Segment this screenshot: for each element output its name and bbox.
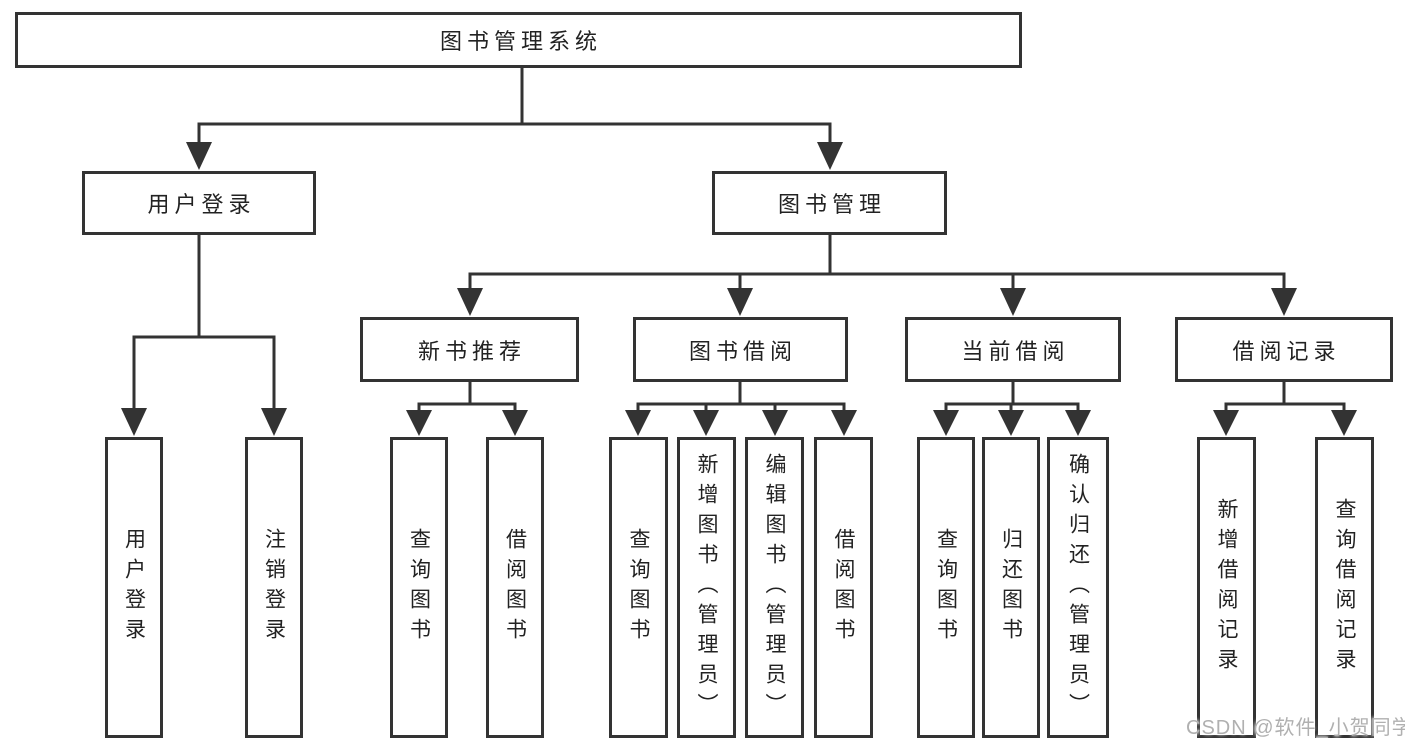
- leaf-edit-books-admin: 编辑图书（管理员）: [745, 437, 804, 738]
- node-label: 借阅记录: [1232, 338, 1341, 364]
- leaf-user-login: 用户登录: [105, 437, 163, 738]
- node-label: 查询图书: [627, 527, 650, 648]
- node-label: 查询图书: [407, 527, 431, 648]
- node-label: 新增图书（管理员）: [695, 452, 718, 723]
- node-label: 图书管理系统: [439, 29, 602, 54]
- leaf-add-borrow-record: 新增借阅记录: [1197, 437, 1256, 738]
- node-label: 图书借阅: [688, 338, 797, 364]
- node-new-book-recommend: 新书推荐: [360, 317, 579, 382]
- leaf-logout: 注销登录: [245, 437, 303, 738]
- node-label: 当前借阅: [961, 338, 1070, 364]
- node-book-borrowing: 图书借阅: [633, 317, 848, 382]
- node-label: 新增借阅记录: [1215, 497, 1238, 678]
- leaf-query-books-recommend: 查询图书: [390, 437, 448, 738]
- node-label: 用户登录: [147, 192, 256, 217]
- node-label: 查询借阅记录: [1333, 497, 1356, 678]
- node-label: 确认归还（管理员）: [1066, 452, 1090, 723]
- node-label: 查询图书: [934, 527, 958, 648]
- arrowheads: [121, 142, 1357, 436]
- leaf-add-books-admin: 新增图书（管理员）: [677, 437, 736, 738]
- csdn-watermark: CSDN @软件_小贺同学: [1186, 717, 1405, 739]
- leaf-query-borrow-record: 查询借阅记录: [1315, 437, 1374, 738]
- leaf-return-books: 归还图书: [982, 437, 1040, 738]
- leaf-query-books-borrowing: 查询图书: [609, 437, 668, 738]
- node-label: 借阅图书: [832, 527, 855, 648]
- node-borrowing-records: 借阅记录: [1175, 317, 1393, 382]
- node-label: 图书管理: [777, 192, 886, 217]
- node-label: 借阅图书: [503, 527, 527, 648]
- leaf-query-books-current: 查询图书: [917, 437, 975, 738]
- node-label: 新书推荐: [417, 338, 526, 364]
- node-label: 归还图书: [999, 527, 1023, 648]
- leaf-borrow-books-recommend: 借阅图书: [486, 437, 544, 738]
- node-user-login: 用户登录: [82, 171, 316, 235]
- node-current-borrowing: 当前借阅: [905, 317, 1121, 382]
- leaf-confirm-return-admin: 确认归还（管理员）: [1047, 437, 1109, 738]
- node-label: 用户登录: [122, 527, 146, 648]
- node-label: 编辑图书（管理员）: [763, 452, 786, 723]
- node-label: 注销登录: [262, 527, 286, 648]
- node-root: 图书管理系统: [15, 12, 1022, 68]
- node-book-management: 图书管理: [712, 171, 947, 235]
- leaf-borrow-books-borrowing: 借阅图书: [814, 437, 873, 738]
